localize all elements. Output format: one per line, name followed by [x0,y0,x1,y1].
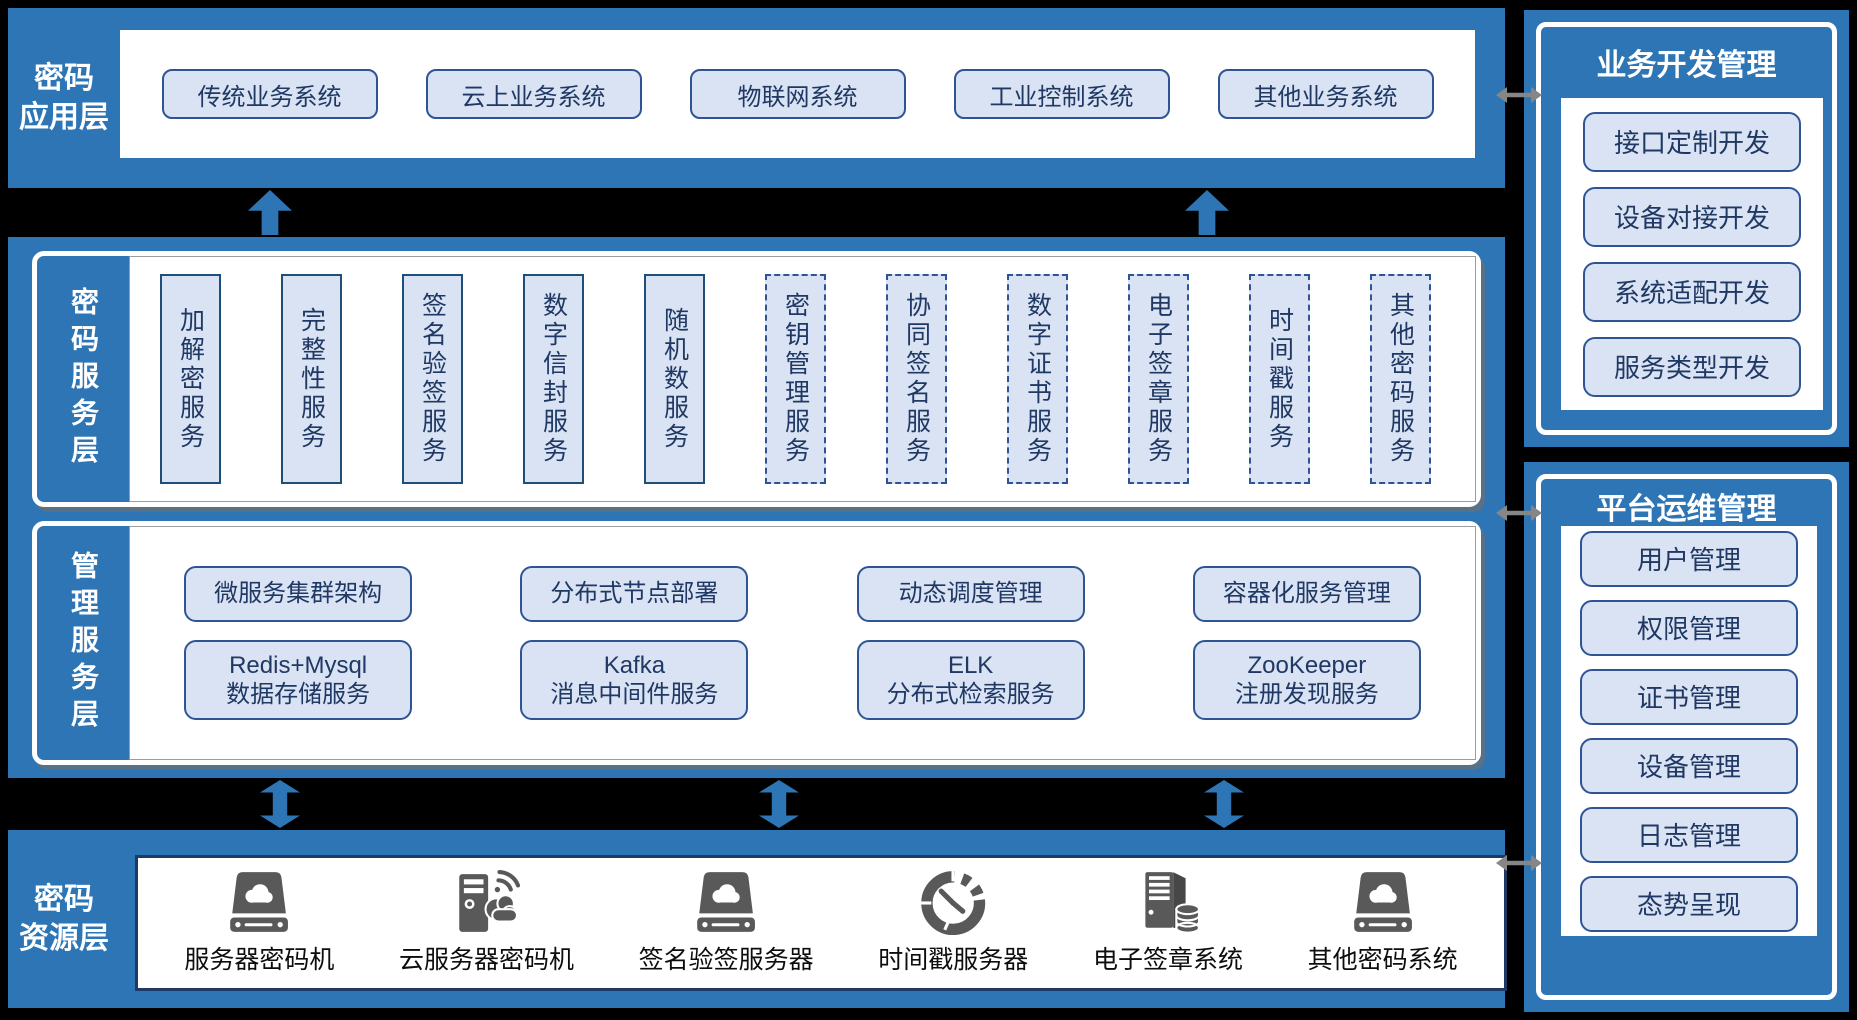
app-system-traditional: 传统业务系统 [161,69,378,119]
panel-frame [1536,22,1837,435]
ops-item-device: 设备管理 [1580,737,1798,794]
app-layer-label-line2: 应用层 [19,101,109,134]
up-arrow-icon [248,190,292,235]
resource-item: 时间戳服务器 [878,870,1028,976]
app-system-other: 其他业务系统 [1217,69,1434,119]
resource-item: 签名验签服务器 [639,870,814,976]
app-system-iot: 物联网系统 [689,69,906,119]
resource-item: 服务器密码机 [184,870,334,976]
resource-layer-label-line2: 资源层 [19,922,109,955]
service-box-seal: 电子签章服务 [1128,274,1189,484]
mgmt-box-distributed-deploy: 分布式节点部署 [520,566,749,622]
platform-ops-panel-content: 用户管理 权限管理 证书管理 设备管理 日志管理 态势呈现 [1561,526,1817,936]
middle-band: 密码服务层 加解密服务 完整性服务 签名验签服务 数字信封服务 随机数服务 密钥… [8,237,1505,778]
service-box-sign-verify: 签名验签服务 [402,274,463,484]
platform-ops-panel-title: 平台运维管理 [1596,493,1777,526]
resource-layer-label: 密码 资源层 [8,880,120,958]
resource-item-label: 签名验签服务器 [638,946,814,974]
ops-item-situation: 态势呈现 [1580,875,1798,932]
ops-item-permission: 权限管理 [1580,599,1798,656]
service-box-key-mgmt: 密钥管理服务 [765,274,826,484]
management-layer-label: 管理服务层 [68,550,99,736]
service-box-co-sign: 协同签名服务 [886,274,947,484]
dev-item-device: 设备对接开发 [1583,186,1801,247]
service-layer-content: 加解密服务 完整性服务 签名验签服务 数字信封服务 随机数服务 密钥管理服务 协… [129,256,1476,502]
resource-item-label: 服务器密码机 [184,946,335,974]
mgmt-box-dynamic-schedule: 动态调度管理 [856,566,1085,622]
hsm-drive-icon [230,872,289,932]
app-system-cloud: 云上业务系统 [425,69,642,119]
app-system-industrial: 工业控制系统 [953,69,1170,119]
app-layer-panel: 传统业务系统 云上业务系统 物联网系统 工业控制系统 其他业务系统 [120,30,1475,158]
up-down-arrow-icon [1204,780,1244,828]
mgmt-box-microservice: 微服务集群架构 [184,566,413,622]
service-box-timestamp: 时间戳服务 [1249,274,1310,484]
up-down-arrow-icon [759,780,799,828]
cloud-server-icon [451,870,521,936]
resource-item-label: 时间戳服务器 [878,946,1029,974]
hsm-drive-icon [1353,872,1412,932]
app-layer-band: 密码 应用层 传统业务系统 云上业务系统 物联网系统 工业控制系统 其他业务系统 [8,8,1505,188]
resource-layer-panel: 服务器密码机 云服务器密码机 签名验签服务器 时间戳服务器 电子签章系统 其他密… [135,855,1507,991]
seal-server-icon [1144,871,1200,934]
app-layer-label: 密码 应用层 [8,59,120,137]
mgmt-box-zookeeper: ZooKeeper 注册发现服务 [1192,640,1421,720]
resource-item: 电子签章系统 [1093,870,1243,976]
dev-item-service-type: 服务类型开发 [1583,336,1801,397]
mgmt-box-line2: 数据存储服务 [226,681,371,708]
service-box-random: 随机数服务 [644,274,705,484]
platform-ops-panel: 平台运维管理 用户管理 权限管理 证书管理 设备管理 日志管理 态势呈现 [1524,462,1849,1012]
mgmt-box-line1: Kafka [603,651,666,679]
mgmt-box-line2: 注册发现服务 [1234,681,1379,708]
mgmt-box-line2: 消息中间件服务 [550,681,719,708]
hsm-drive-icon [697,872,755,932]
resource-item-label: 云服务器密码机 [398,946,574,974]
panel-frame [1536,474,1837,1000]
mgmt-box-line2: 分布式检索服务 [886,681,1055,708]
management-layer-content: 微服务集群架构 分布式节点部署 动态调度管理 容器化服务管理 Redis+Mys… [129,526,1476,760]
management-layer-side: 管理服务层 [37,526,129,760]
mgmt-box-kafka: Kafka 消息中间件服务 [520,640,749,720]
management-row-1: 微服务集群架构 分布式节点部署 动态调度管理 容器化服务管理 [130,566,1475,622]
up-arrow-icon [1185,190,1229,235]
service-box-envelope: 数字信封服务 [523,274,584,484]
ops-item-log: 日志管理 [1580,806,1798,863]
business-dev-panel: 业务开发管理 接口定制开发 设备对接开发 系统适配开发 服务类型开发 [1524,10,1849,447]
management-layer-box: 管理服务层 微服务集群架构 分布式节点部署 动态调度管理 容器化服务管理 Red… [32,521,1481,765]
mgmt-box-container: 容器化服务管理 [1192,566,1421,622]
dev-item-interface: 接口定制开发 [1583,111,1801,172]
mgmt-box-elk: ELK 分布式检索服务 [856,640,1085,720]
mgmt-box-line1: ELK [947,651,994,679]
service-box-other: 其他密码服务 [1370,274,1431,484]
service-layer-side: 密码服务层 [37,256,129,502]
business-dev-panel-title: 业务开发管理 [1596,49,1777,82]
dev-item-system-adapt: 系统适配开发 [1583,261,1801,322]
service-box-integrity: 完整性服务 [281,274,342,484]
mgmt-box-redis-mysql: Redis+Mysql 数据存储服务 [184,640,413,720]
management-row-2: Redis+Mysql 数据存储服务 Kafka 消息中间件服务 ELK 分布式… [130,640,1475,720]
business-dev-panel-content: 接口定制开发 设备对接开发 系统适配开发 服务类型开发 [1561,98,1823,410]
up-down-arrow-icon [260,780,300,828]
service-box-encrypt: 加解密服务 [160,274,221,484]
ops-item-user: 用户管理 [1580,530,1798,587]
service-layer-label: 密码服务层 [68,286,99,472]
service-box-cert: 数字证书服务 [1007,274,1068,484]
mgmt-box-line1: Redis+Mysql [229,651,368,679]
resource-layer-band: 密码 资源层 服务器密码机 云服务器密码机 签名验签服务器 时间戳服务器 [8,830,1507,1008]
resource-layer-label-line1: 密码 [34,883,94,916]
resource-item: 其他密码系统 [1308,870,1458,976]
resource-item-label: 其他密码系统 [1307,946,1458,974]
timestamp-clock-icon [920,870,986,936]
service-layer-box: 密码服务层 加解密服务 完整性服务 签名验签服务 数字信封服务 随机数服务 密钥… [32,251,1481,507]
resource-item: 云服务器密码机 [399,870,574,976]
ops-item-cert: 证书管理 [1580,668,1798,725]
app-layer-label-line1: 密码 [34,62,94,95]
resource-item-label: 电子签章系统 [1092,946,1243,974]
mgmt-box-line1: ZooKeeper [1247,651,1367,679]
